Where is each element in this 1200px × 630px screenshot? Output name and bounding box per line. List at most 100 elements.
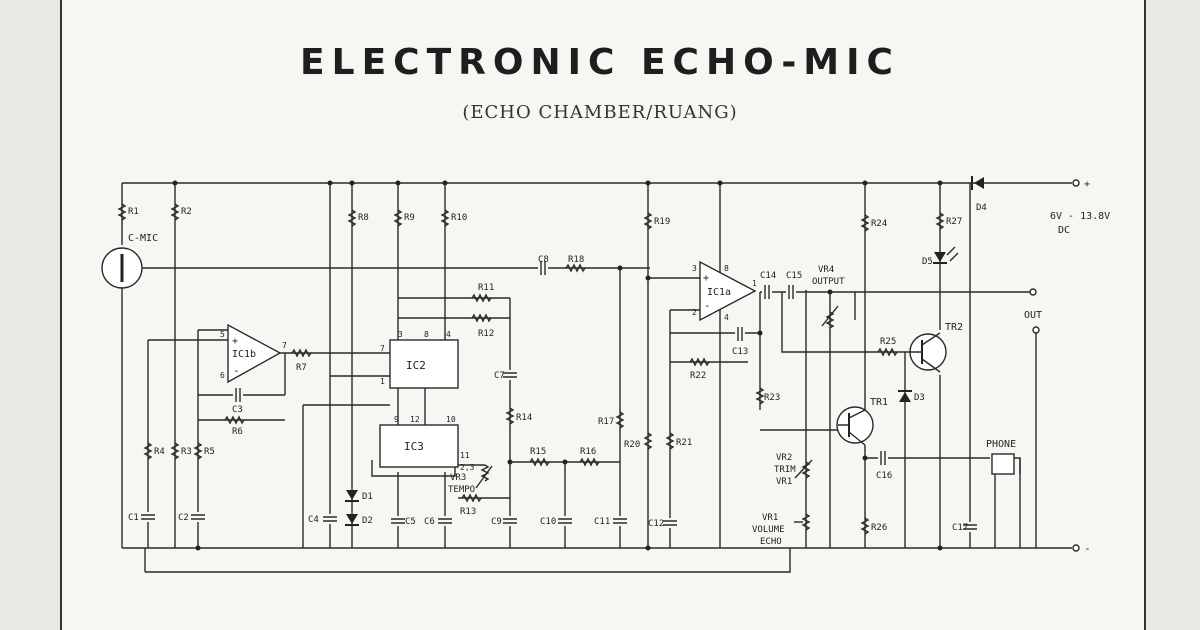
supply-voltage-label: 6V - 13.8V — [1050, 211, 1110, 222]
svg-text:-: - — [704, 299, 711, 312]
svg-text:R21: R21 — [676, 438, 692, 448]
svg-text:R26: R26 — [871, 523, 887, 533]
svg-text:C12: C12 — [648, 519, 664, 529]
svg-text:R3: R3 — [181, 447, 192, 457]
ic1b-opamp: IC1b + - 5 6 7 — [220, 323, 287, 384]
svg-text:R9: R9 — [404, 213, 415, 223]
svg-text:D2: D2 — [362, 516, 373, 526]
svg-text:R19: R19 — [654, 217, 670, 227]
page-title: ELECTRONIC ECHO-MIC — [300, 42, 900, 83]
svg-text:C9: C9 — [491, 517, 502, 527]
svg-text:C3: C3 — [232, 405, 243, 415]
svg-text:D1: D1 — [362, 492, 373, 502]
svg-text:C2: C2 — [178, 513, 189, 523]
resistors: R1 R2 R8 R9 R10 R19 R24 R27 R4 R3 R5 R14… — [117, 203, 962, 535]
tr2-transistor: TR2 — [909, 322, 963, 373]
svg-text:C14: C14 — [760, 271, 776, 281]
svg-text:VR3: VR3 — [450, 473, 466, 483]
svg-text:VOLUME: VOLUME — [752, 525, 785, 535]
svg-text:R1: R1 — [128, 207, 139, 217]
svg-text:8: 8 — [424, 330, 429, 339]
dc-label: DC — [1058, 225, 1070, 236]
svg-text:R10: R10 — [451, 213, 467, 223]
svg-text:3: 3 — [692, 264, 697, 273]
svg-text:-: - — [1084, 542, 1091, 555]
svg-text:TR1: TR1 — [870, 397, 888, 408]
capacitors: C3 C13 C8 C14 C15 C16 C1 C2 C4 C5 C6 C7 … — [128, 255, 977, 533]
svg-text:R23: R23 — [764, 393, 780, 403]
svg-text:12: 12 — [410, 415, 420, 424]
svg-text:VR2: VR2 — [776, 453, 792, 463]
svg-text:9: 9 — [394, 415, 399, 424]
ic1a-opamp: IC1a + - 3 2 8 4 1 — [692, 260, 757, 322]
svg-text:R4: R4 — [154, 447, 165, 457]
svg-text:1: 1 — [752, 279, 757, 288]
svg-text:1: 1 — [380, 377, 385, 386]
junction-dots — [172, 180, 943, 551]
ic1b-label: IC1b — [232, 349, 256, 360]
svg-text:8: 8 — [724, 264, 729, 273]
svg-text:4: 4 — [446, 330, 451, 339]
wiring — [121, 182, 1072, 573]
svg-text:VR4: VR4 — [818, 265, 834, 275]
svg-text:C1: C1 — [128, 513, 139, 523]
svg-text:C10: C10 — [540, 517, 556, 527]
svg-text:5: 5 — [220, 330, 225, 339]
svg-text:+: + — [1084, 179, 1090, 190]
svg-text:C7: C7 — [494, 371, 505, 381]
microphone-icon — [101, 247, 143, 289]
svg-text:2,3: 2,3 — [460, 463, 475, 472]
svg-text:R24: R24 — [871, 219, 887, 229]
svg-text:VR1: VR1 — [776, 477, 792, 487]
svg-text:C17: C17 — [952, 523, 968, 533]
svg-text:R12: R12 — [478, 329, 494, 339]
svg-text:+: + — [232, 336, 238, 347]
svg-text:6: 6 — [220, 371, 225, 380]
out-label: OUT — [1024, 310, 1042, 321]
svg-text:2: 2 — [692, 308, 697, 317]
svg-text:C15: C15 — [786, 271, 802, 281]
svg-text:TR2: TR2 — [945, 322, 963, 333]
svg-text:C8: C8 — [538, 255, 549, 265]
svg-text:+: + — [703, 273, 709, 284]
svg-text:R20: R20 — [624, 440, 640, 450]
svg-text:C13: C13 — [732, 347, 748, 357]
phone-label: PHONE — [986, 439, 1016, 450]
svg-text:D4: D4 — [976, 203, 987, 213]
diodes: D1 D2 D3 D4 D5 — [345, 176, 987, 526]
svg-text:TRIM: TRIM — [774, 465, 796, 475]
ic1a-label: IC1a — [707, 287, 731, 298]
svg-text:VR1: VR1 — [762, 513, 778, 523]
svg-text:R22: R22 — [690, 371, 706, 381]
svg-text:7: 7 — [380, 344, 385, 353]
svg-text:R27: R27 — [946, 217, 962, 227]
svg-text:R6: R6 — [232, 427, 243, 437]
svg-text:R7: R7 — [296, 363, 307, 373]
terminals: + - — [991, 179, 1091, 555]
svg-text:7: 7 — [282, 341, 287, 350]
ic3-label: IC3 — [404, 440, 424, 453]
tr1-transistor: TR1 — [836, 397, 888, 446]
svg-text:11: 11 — [460, 451, 470, 460]
svg-text:R5: R5 — [204, 447, 215, 457]
svg-text:D3: D3 — [914, 393, 925, 403]
svg-text:10: 10 — [446, 415, 456, 424]
svg-text:3: 3 — [398, 330, 403, 339]
svg-text:R2: R2 — [181, 207, 192, 217]
svg-text:TEMPO: TEMPO — [448, 485, 475, 495]
svg-text:C4: C4 — [308, 515, 319, 525]
svg-text:R25: R25 — [880, 337, 896, 347]
svg-text:OUTPUT: OUTPUT — [812, 277, 845, 287]
svg-text:R16: R16 — [580, 447, 596, 457]
svg-text:C11: C11 — [594, 517, 610, 527]
svg-text:R8: R8 — [358, 213, 369, 223]
ic2-chip: IC2 7 1 3 8 4 — [380, 330, 459, 389]
svg-text:R11: R11 — [478, 283, 494, 293]
svg-text:4: 4 — [724, 313, 729, 322]
potentiometers: VR2 TRIM VR1 VR1 VOLUME ECHO VR3 TEMPO V… — [448, 265, 845, 547]
svg-text:ECHO: ECHO — [760, 537, 782, 547]
svg-text:R17: R17 — [598, 417, 614, 427]
svg-text:R13: R13 — [460, 507, 476, 517]
svg-text:R14: R14 — [516, 413, 532, 423]
